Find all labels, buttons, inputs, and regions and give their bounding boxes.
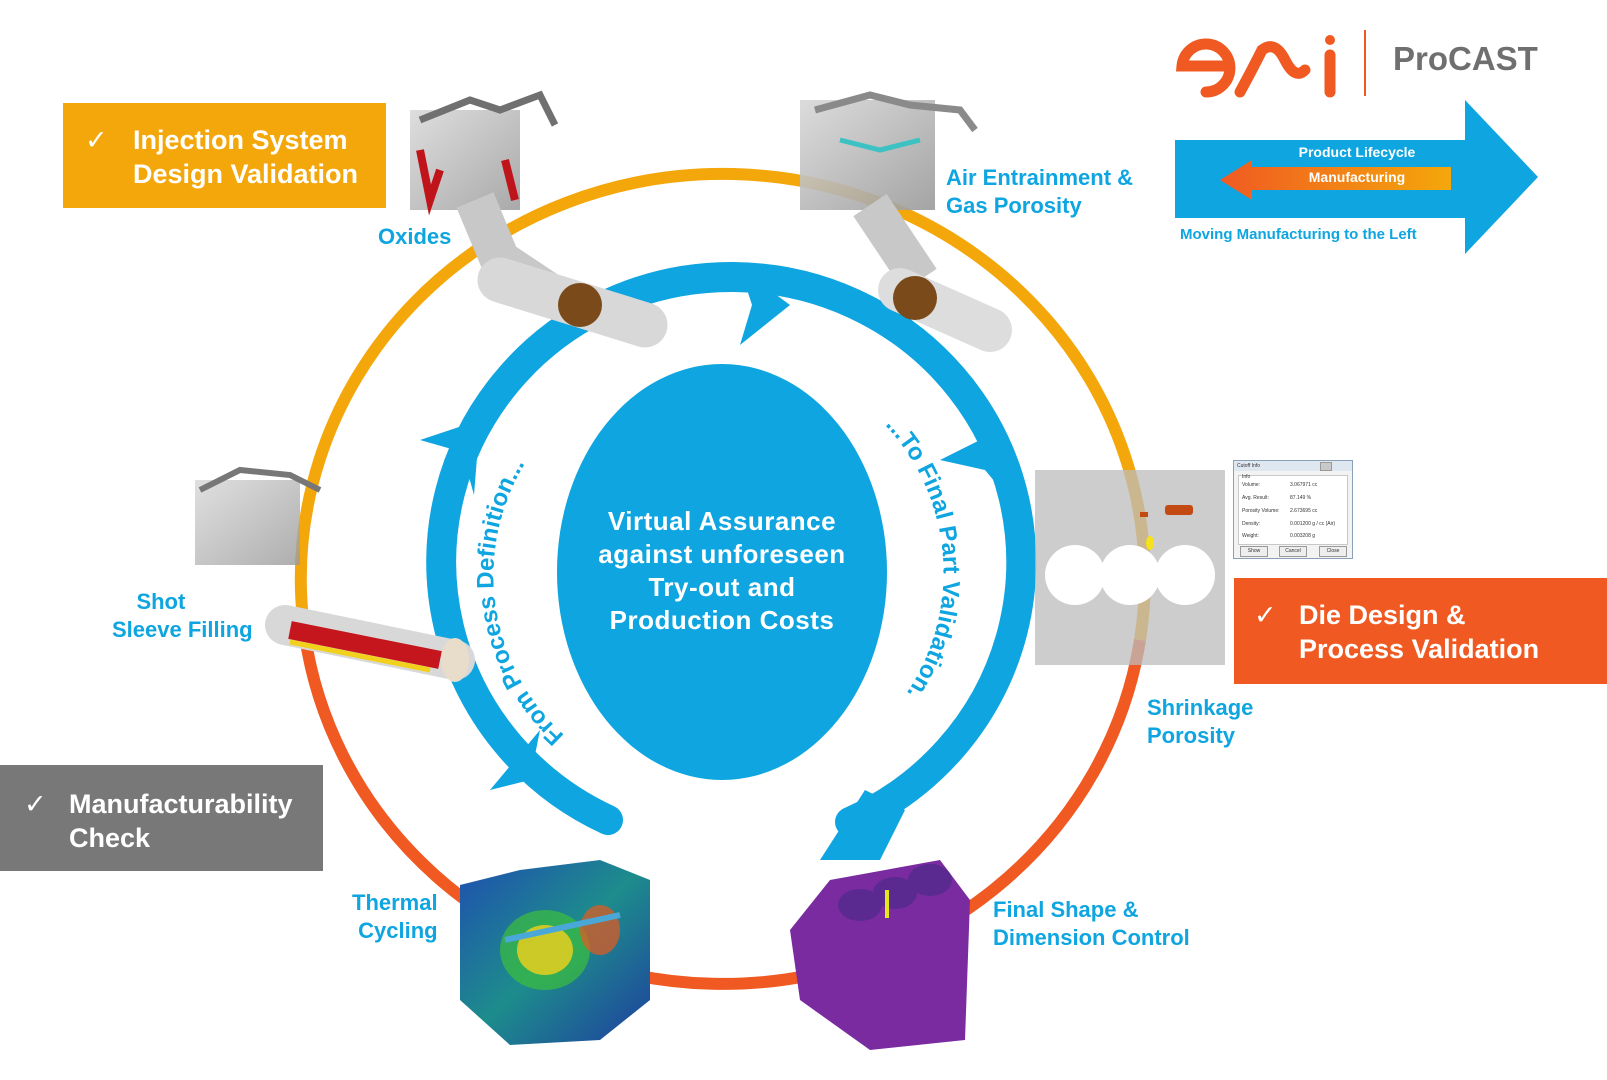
product-name: ProCAST xyxy=(1393,40,1538,77)
inner-arrowhead-bottom xyxy=(820,790,905,860)
row-value: 0.003208 g xyxy=(1290,533,1316,539)
center-circle xyxy=(557,364,887,780)
close-button[interactable]: Close xyxy=(1319,546,1347,557)
callout-die-design: ✓ Die Design & Process Validation xyxy=(1234,578,1607,684)
info-group: Info Volume: 3.067971 cc Avg. Result: 87.1… xyxy=(1238,474,1348,545)
check-icon: ✓ xyxy=(24,789,47,819)
esi-logo xyxy=(1176,35,1336,98)
callout-manufacturability: ✓ Manufacturability Check xyxy=(0,765,323,871)
callout-injection-system: ✓ Injection System Design Validation xyxy=(63,103,386,208)
callout-text: Die Design & Process Validation xyxy=(1299,600,1540,664)
lifecycle-caption: Moving Manufacturing to the Left xyxy=(1180,226,1417,243)
dialog-title: Cutoff Info xyxy=(1234,461,1352,471)
label-shot-sleeve: Shot Sleeve Filling xyxy=(112,589,253,642)
close-icon[interactable] xyxy=(1320,462,1332,471)
oxides-casting-image xyxy=(410,90,668,348)
air-entrainment-casting-image xyxy=(800,91,1012,352)
final-shape-engine-block-image xyxy=(790,860,970,1050)
inner-arrowhead-left xyxy=(420,420,480,495)
outer-ring-top xyxy=(294,167,1151,641)
row-key: Avg. Result: xyxy=(1242,495,1269,501)
row-key: Weight: xyxy=(1242,533,1259,539)
row-key: Porosity Volume: xyxy=(1242,508,1280,514)
row-value: 87.149 % xyxy=(1290,495,1312,501)
row-value: 0.001200 g / cc (Air) xyxy=(1290,521,1336,527)
check-icon: ✓ xyxy=(85,125,108,155)
info-group-label: Info xyxy=(1242,474,1251,480)
label-thermal-cycling: Thermal Cycling xyxy=(352,890,438,943)
center-statement: Virtual Assurance against unforeseen Try… xyxy=(598,506,846,635)
thermal-cycling-die-image xyxy=(460,860,650,1045)
inner-arrowhead-right xyxy=(940,430,1010,500)
label-final-shape: Final Shape & Dimension Control xyxy=(993,897,1190,950)
inner-cycle-arc xyxy=(426,262,1037,837)
label-shrinkage: Shrinkage Porosity xyxy=(1147,695,1254,748)
product-lifecycle-graphic xyxy=(1175,100,1538,254)
check-icon: ✓ xyxy=(1254,600,1277,630)
callout-text: Injection System Design Validation xyxy=(133,125,359,189)
manufacturing-arrow xyxy=(1220,160,1451,200)
shrinkage-porosity-engine-block-image xyxy=(1035,470,1225,665)
inner-arrowhead-bottom-left xyxy=(490,730,540,790)
shot-sleeve-casting-image xyxy=(195,466,475,682)
cancel-button[interactable]: Cancel xyxy=(1279,546,1307,557)
inner-arrowhead-top xyxy=(740,268,790,345)
row-value: 3.067971 cc xyxy=(1290,482,1318,488)
show-button[interactable]: Show xyxy=(1240,546,1268,557)
row-key: Density: xyxy=(1242,521,1261,527)
row-key: Volume: xyxy=(1242,482,1261,488)
label-air-entrainment: Air Entrainment & Gas Porosity xyxy=(946,165,1134,218)
product-lifecycle-label: Product Lifecycle xyxy=(1298,144,1416,160)
callout-text: Manufacturability Check xyxy=(69,789,293,853)
outer-ring-bottom xyxy=(297,619,1146,990)
cutoff-info-dialog: Cutoff Info Info Volume: 3.067971 cc Avg.… xyxy=(1233,460,1353,559)
label-oxides: Oxides xyxy=(378,224,452,249)
manufacturing-label: Manufacturing xyxy=(1308,169,1406,185)
row-value: 2.673695 cc xyxy=(1290,508,1318,514)
